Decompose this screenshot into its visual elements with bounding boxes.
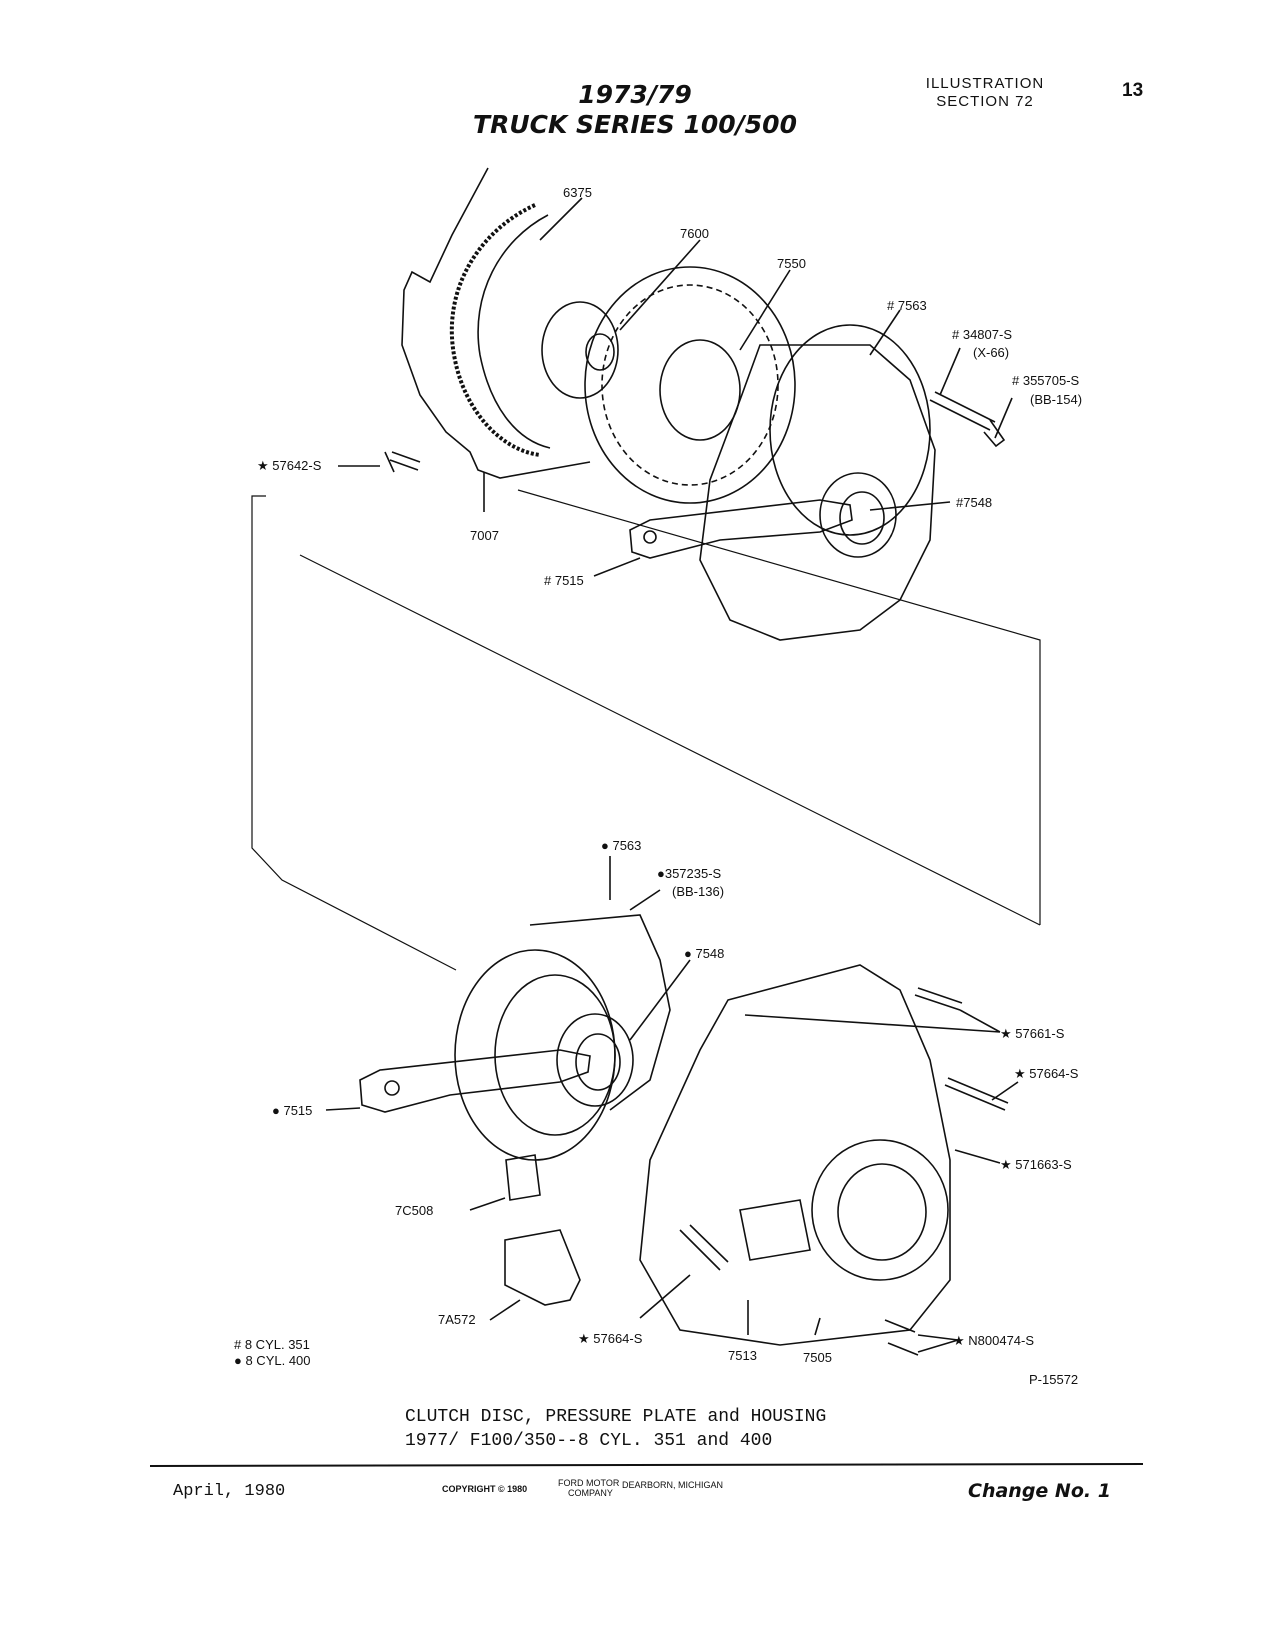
label-n800474-s: ★ N800474-S <box>953 1333 1035 1348</box>
title-line-1: 1973/79 <box>578 80 692 109</box>
label-7600: 7600 <box>680 226 709 241</box>
bolt-57661 <box>914 987 963 1011</box>
mount-block <box>504 1229 581 1306</box>
label-bb-136: (BB-136) <box>672 884 725 899</box>
bell-housing <box>639 964 951 1346</box>
label-57664-s-bottom: ★ 57664-S <box>578 1331 643 1346</box>
label-57642-s: ★ 57642-S <box>257 458 322 473</box>
flywheel-ring-gear <box>449 203 541 457</box>
footer-company-a: FORD MOTOR <box>558 1478 620 1488</box>
footer-rule <box>149 1463 1144 1467</box>
label-7007: 7007 <box>470 528 499 543</box>
label-7563-top: # 7563 <box>887 298 927 313</box>
section-label: SECTION 72 <box>936 93 1034 110</box>
bolt-N800474 <box>884 1319 919 1356</box>
label-57664-s-right: ★ 57664-S <box>1014 1066 1079 1081</box>
clutch-disc <box>584 266 796 504</box>
label-571663-s: ★ 571663-S <box>1000 1157 1072 1172</box>
footer-company-b: COMPANY <box>568 1488 613 1498</box>
label-7c508: 7C508 <box>395 1203 434 1218</box>
flywheel-inner <box>477 214 551 449</box>
footer-copyright: COPYRIGHT © 1980 <box>442 1484 528 1494</box>
label-7515-top: # 7515 <box>544 573 584 588</box>
reference-number: P-15572 <box>1029 1372 1079 1387</box>
bolt-355705 <box>929 391 1006 448</box>
flywheel-housing-outline <box>401 167 591 479</box>
label-7515-bottom: ● 7515 <box>272 1103 313 1118</box>
label-7550: 7550 <box>777 256 806 271</box>
pilot-bearing <box>541 301 619 399</box>
footer-location: DEARBORN, MICHIGAN <box>622 1480 724 1490</box>
bolt-57664-right <box>944 1077 1009 1111</box>
footer-date: April, 1980 <box>173 1482 286 1501</box>
label-357235-s: ●357235-S <box>657 866 722 881</box>
page-number: 13 <box>1122 80 1144 101</box>
release-lever-top <box>629 499 853 559</box>
bolt-57664-bottom <box>679 1224 729 1271</box>
connection-lines <box>251 489 1041 971</box>
legend-line-1: # 8 CYL. 351 <box>234 1337 310 1352</box>
legend-line-2: ● 8 CYL. 400 <box>234 1353 311 1368</box>
illustration-label: ILLUSTRATION <box>925 75 1045 92</box>
label-57661-s: ★ 57661-S <box>1000 1026 1065 1041</box>
title-line-2: TRUCK SERIES 100/500 <box>473 110 797 139</box>
label-7a572: 7A572 <box>438 1312 476 1327</box>
pressure-plate-lower <box>454 949 616 1161</box>
label-34807-s: # 34807-S <box>952 327 1012 342</box>
label-7505: 7505 <box>803 1350 832 1365</box>
label-7563-bottom: ● 7563 <box>601 838 642 853</box>
label-6375: 6375 <box>563 185 592 200</box>
release-lever-bottom <box>359 1049 591 1113</box>
label-bb-154: (BB-154) <box>1030 392 1083 407</box>
label-7548-bottom: ● 7548 <box>684 946 725 961</box>
footer-change-number: Change No. 1 <box>968 1480 1111 1502</box>
caption-line-2: 1977/ F100/350--8 CYL. 351 and 400 <box>405 1431 773 1451</box>
label-355705-s: # 355705-S <box>1012 373 1080 388</box>
label-x-66: (X-66) <box>973 345 1010 360</box>
bolt-57642 <box>384 451 421 473</box>
caption-line-1: CLUTCH DISC, PRESSURE PLATE and HOUSING <box>405 1407 827 1427</box>
label-7513: 7513 <box>728 1348 757 1363</box>
label-7548-top: #7548 <box>956 495 993 510</box>
pressure-plate <box>699 344 936 641</box>
